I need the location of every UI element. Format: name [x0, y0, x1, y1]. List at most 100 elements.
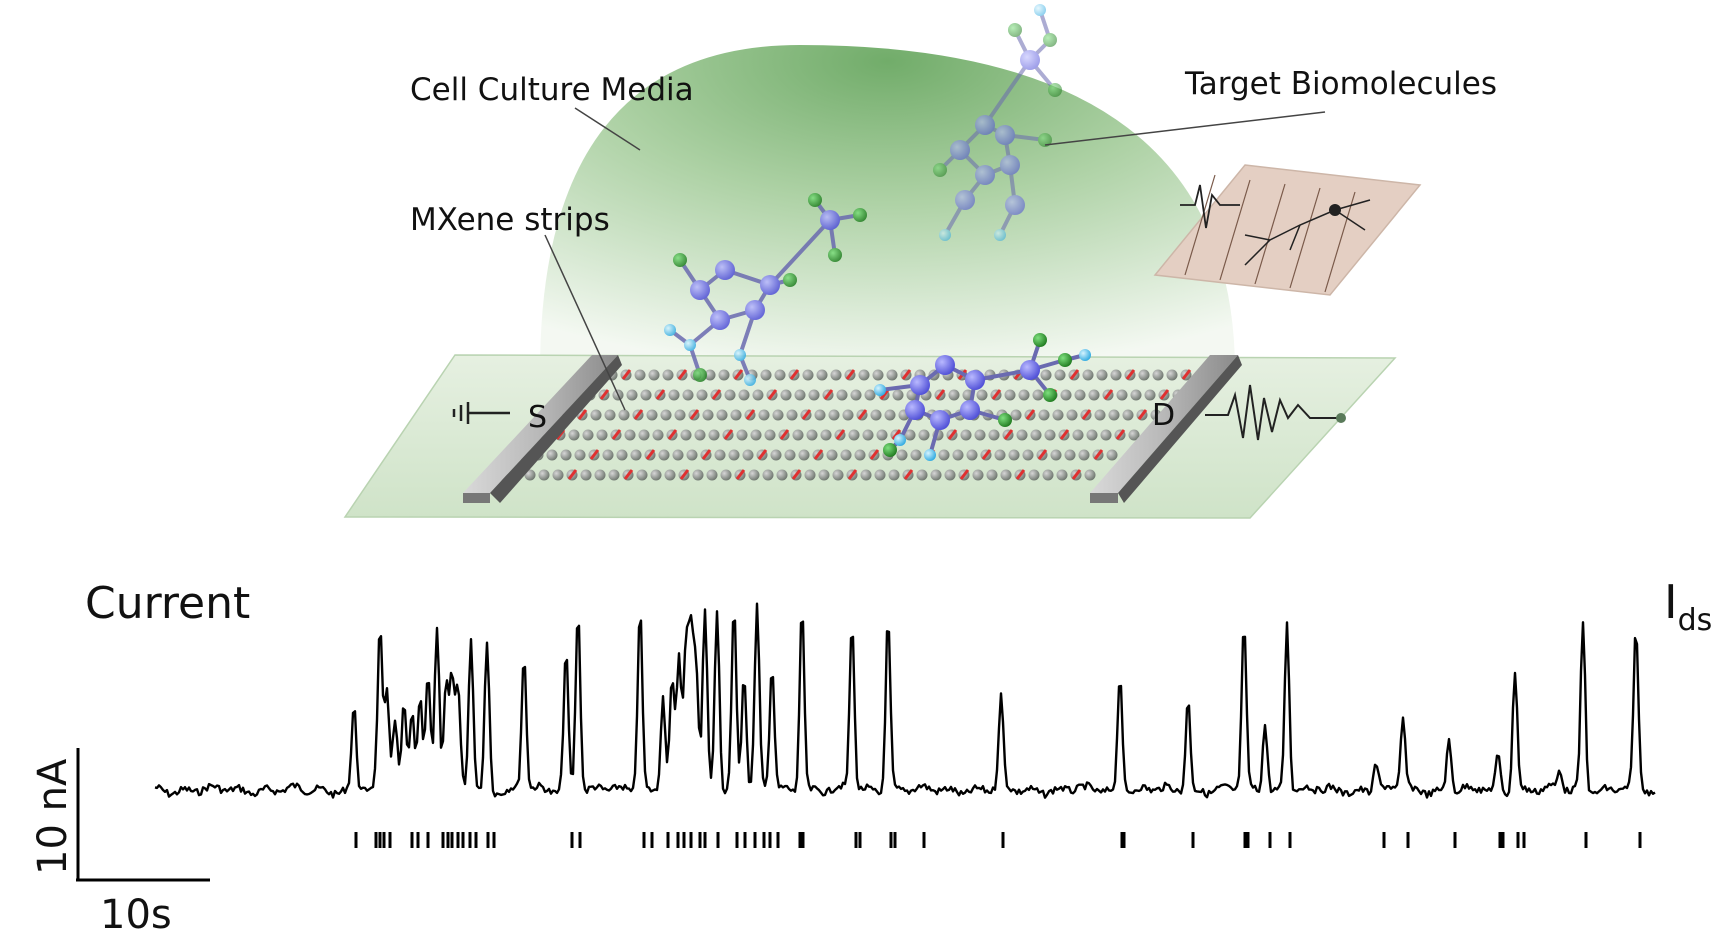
mxene-atom — [604, 409, 616, 421]
molecule-atom — [910, 375, 930, 395]
mxene-accent — [869, 449, 880, 460]
mxene-accent — [857, 409, 868, 420]
mxene-atom — [708, 429, 720, 441]
mxene-atom — [872, 369, 884, 381]
mxene-atom — [758, 409, 770, 421]
mxene-atom — [1022, 449, 1034, 461]
mxene-atom — [616, 449, 628, 461]
mxene-atom — [714, 449, 726, 461]
mxene-atom — [748, 469, 760, 481]
mxene-accent — [791, 469, 802, 480]
mxene-atom — [638, 429, 650, 441]
target-biomolecules-label: Target Biomolecules — [1184, 66, 1497, 102]
mxene-accent — [779, 429, 790, 440]
mxene-atom — [660, 409, 672, 421]
mxene-atom — [938, 449, 950, 461]
mxene-accent — [845, 369, 856, 380]
ids-label: Ids — [1664, 575, 1712, 638]
mxene-atom — [792, 429, 804, 441]
mxene-atom — [624, 429, 636, 441]
mxene-atom — [832, 469, 844, 481]
mxene-atom — [580, 469, 592, 481]
molecule-atom — [975, 165, 995, 185]
mxene-atom — [742, 449, 754, 461]
mxene-accent — [723, 429, 734, 440]
mxene-atom — [1122, 409, 1134, 421]
mxene-atom — [730, 409, 742, 421]
molecule-atom — [1058, 353, 1072, 367]
mxene-atom — [1072, 429, 1084, 441]
mxene-atom — [1028, 469, 1040, 481]
mxene-accent — [935, 389, 946, 400]
mxene-accent — [655, 389, 666, 400]
mxene-accent — [667, 429, 678, 440]
mxene-atom — [724, 389, 736, 401]
mxene-atom — [1074, 389, 1086, 401]
molecule-atom — [783, 273, 797, 287]
mxene-atom — [976, 389, 988, 401]
mxene-atom — [870, 409, 882, 421]
mxene-accent — [959, 469, 970, 480]
mxene-atom — [608, 469, 620, 481]
source-electrode — [463, 355, 622, 503]
molecule-atom — [734, 349, 746, 361]
mxene-strips-label: MXene strips — [410, 202, 610, 238]
mxene-atom — [1004, 389, 1016, 401]
mxene-atom — [1094, 409, 1106, 421]
mxene-atom — [630, 449, 642, 461]
molecule-atom — [1038, 133, 1052, 147]
mxene-atom — [808, 389, 820, 401]
mxene-accent — [901, 369, 912, 380]
molecule-atom — [894, 434, 906, 446]
scale-bar — [76, 748, 210, 882]
molecule-atom — [1005, 195, 1025, 215]
mxene-accent — [1003, 429, 1014, 440]
mxene-accent — [733, 369, 744, 380]
mxene-atom — [986, 469, 998, 481]
mxene-accent — [633, 409, 644, 420]
mxene-atom — [830, 369, 842, 381]
molecule-atom — [975, 115, 995, 135]
biomolecule — [933, 4, 1062, 241]
mxene-accent — [567, 469, 578, 480]
mxene-accent — [1081, 409, 1092, 420]
mxene-atom — [1086, 429, 1098, 441]
mxene-atom — [1108, 409, 1120, 421]
molecule-atom — [1034, 4, 1046, 16]
mxene-atom — [760, 369, 772, 381]
mxene-atom — [860, 469, 872, 481]
mxene-atom — [966, 449, 978, 461]
molecule-atom — [955, 190, 975, 210]
mxene-accent — [1093, 449, 1104, 460]
molecule-atom — [715, 260, 735, 280]
mxene-atom — [1096, 369, 1108, 381]
mxene-atom — [560, 449, 572, 461]
mxene-atom — [706, 469, 718, 481]
mxene-atom — [752, 389, 764, 401]
mxene-atom — [618, 409, 630, 421]
molecule-atom — [939, 229, 951, 241]
mxene-atom — [652, 429, 664, 441]
mxene-accent — [879, 389, 890, 400]
mxene-atom — [680, 429, 692, 441]
mxene-atom — [904, 429, 916, 441]
mxene-atom — [1144, 389, 1156, 401]
mxene-atom — [650, 469, 662, 481]
mxene-accent — [1181, 369, 1192, 380]
mxene-atom — [664, 469, 676, 481]
mxene-atom — [672, 449, 684, 461]
mxene-atom — [770, 449, 782, 461]
mxene-atom — [818, 469, 830, 481]
mxene-atom — [1042, 469, 1054, 481]
molecule-atom — [950, 140, 970, 160]
biomolecule — [874, 333, 1091, 461]
mxene-atom — [798, 449, 810, 461]
mxene-atom — [804, 469, 816, 481]
mxene-atom — [634, 369, 646, 381]
mxene-atom — [1056, 469, 1068, 481]
biomolecule — [664, 193, 867, 386]
mxene-atom — [648, 369, 660, 381]
current-label: Current — [85, 578, 250, 629]
scale-y-label: 10 nA — [30, 758, 76, 875]
